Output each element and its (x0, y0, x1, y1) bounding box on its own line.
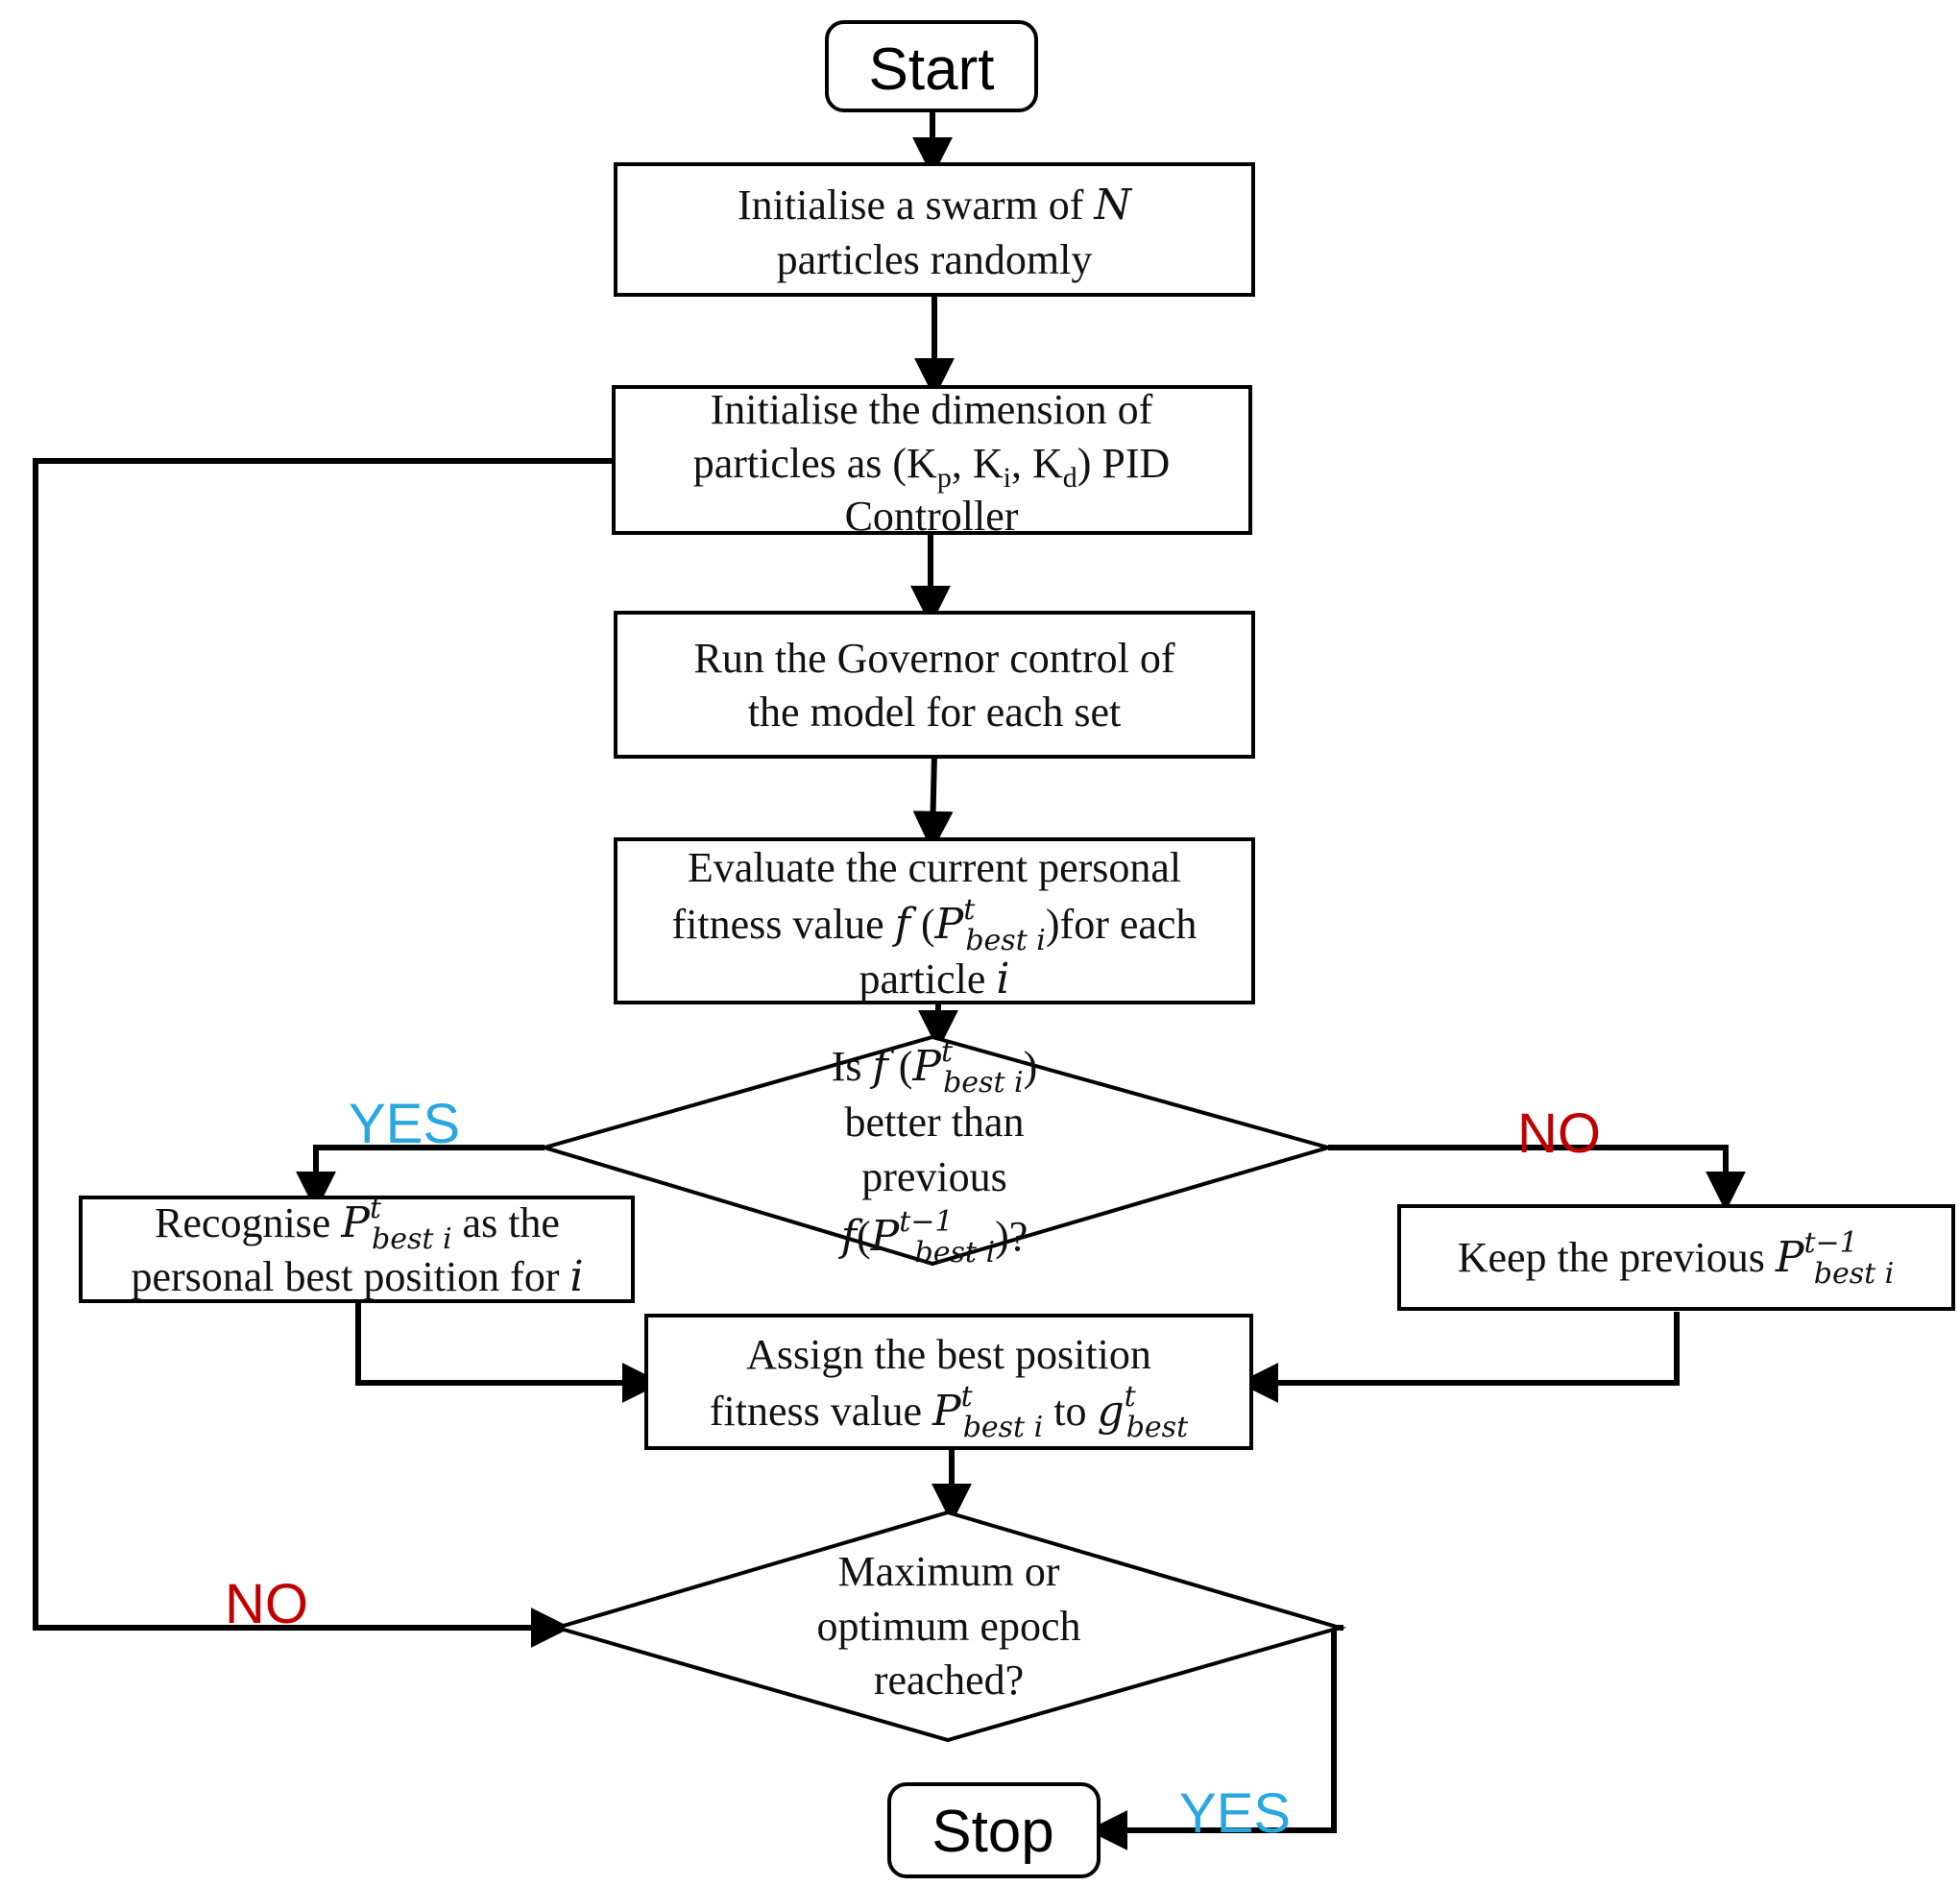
start-label: Start (869, 36, 995, 103)
decision-max-epoch: Maximum or optimum epoch reached? (549, 1510, 1347, 1743)
no-label-right: NO (1517, 1102, 1601, 1165)
arrow-keep-to-assign (1238, 1312, 1680, 1403)
arrow-recognise-to-assign (355, 1302, 663, 1403)
init-dimension-line1: Initialise the dimension of (711, 386, 1153, 433)
recognise-line2: personal best position for i (131, 1252, 583, 1301)
run-governor-line2: the model for each set (748, 689, 1122, 736)
yes-label-bottom: YES (1179, 1782, 1291, 1845)
assign-line1: Assign the best position (746, 1331, 1151, 1378)
assign-box: Assign the best position fitness value P… (644, 1314, 1253, 1450)
init-dimension-box: Initialise the dimension of particles as… (612, 385, 1252, 540)
evaluate-box: Evaluate the current personal fitness va… (614, 837, 1255, 1004)
decision2-line1: Maximum or (838, 1548, 1060, 1595)
init-swarm-line2: particles randomly (777, 236, 1093, 283)
arrow-run-to-evaluate (912, 753, 954, 852)
evaluate-line3: particle i (859, 955, 1010, 1003)
stop-label: Stop (932, 1799, 1054, 1865)
init-dimension-line2: particles as (Kp, Ki, Kd) PID (693, 440, 1171, 494)
arrow-no-loop-back (33, 458, 612, 1648)
decision2-line2: optimum epoch (817, 1603, 1081, 1650)
run-governor-box: Run the Governor control of the model fo… (614, 611, 1255, 759)
arrow-no-to-keep (1328, 1145, 1746, 1212)
run-governor-line1: Run the Governor control of (694, 635, 1175, 682)
decision2-line3: reached? (874, 1656, 1024, 1704)
yes-label-left: YES (349, 1093, 460, 1155)
init-swarm-box: Initialise a swarm of N particles random… (614, 162, 1255, 297)
arrow-yes-to-recognise (296, 1145, 544, 1212)
decision1-line3: previous (861, 1153, 1007, 1200)
decision1-line2: better than (845, 1099, 1025, 1146)
stop-terminal: Stop (887, 1782, 1101, 1878)
evaluate-line1: Evaluate the current personal (688, 844, 1181, 891)
init-dimension-line3: Controller (845, 493, 1019, 540)
no-label-left: NO (225, 1573, 308, 1635)
start-terminal: Start (825, 20, 1038, 112)
init-swarm-line1: Initialise a swarm of N (738, 181, 1132, 230)
